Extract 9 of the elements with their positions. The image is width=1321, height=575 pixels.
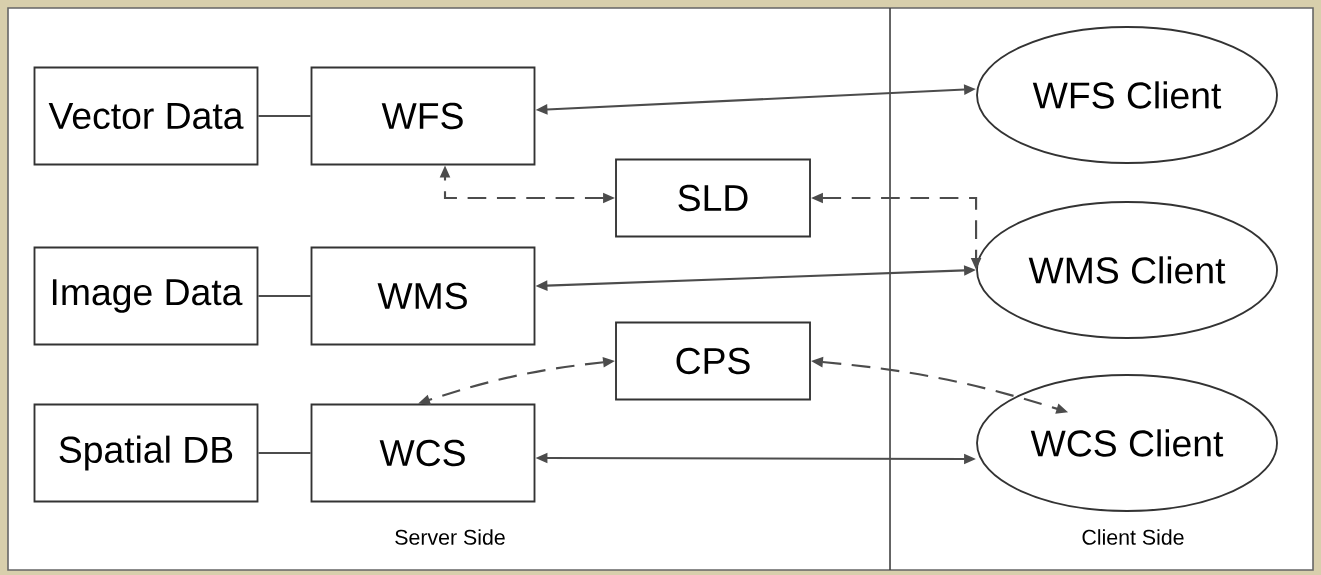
process-box: WFS xyxy=(310,66,536,166)
process-box: WCS xyxy=(310,403,536,503)
process-box: WMS xyxy=(310,246,536,346)
process-box: Image Data xyxy=(33,246,259,346)
side-label: Server Side xyxy=(395,529,505,545)
process-box: Spatial DB xyxy=(33,403,259,503)
process-box: CPS xyxy=(615,321,811,401)
process-box: Vector Data xyxy=(33,66,259,166)
process-box: SLD xyxy=(615,158,811,238)
